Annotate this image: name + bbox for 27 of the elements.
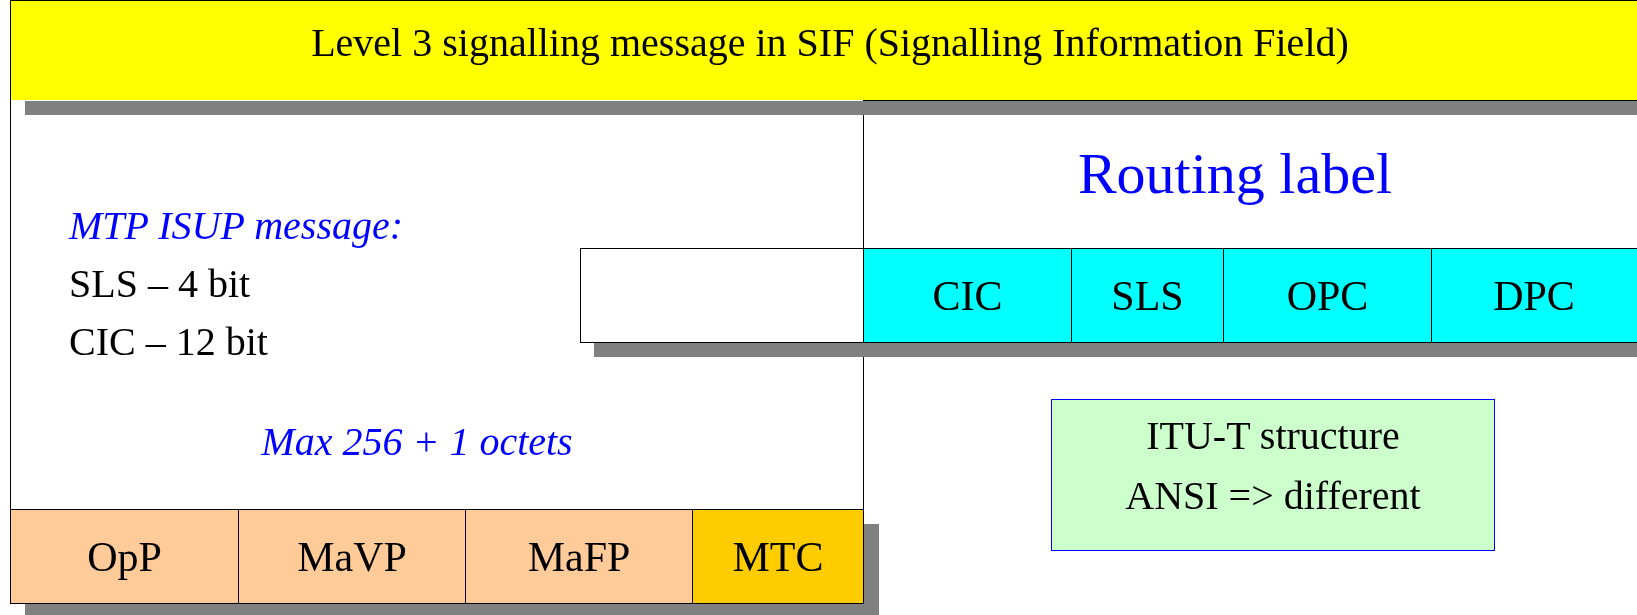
message-panel — [10, 100, 864, 510]
heading-text: MTP ISUP message: — [69, 202, 404, 249]
body-text: SLS – 4 bit — [69, 260, 251, 307]
field-label: OPC — [1286, 271, 1369, 320]
field-label: MTC — [732, 532, 824, 581]
field-cell — [465, 509, 693, 604]
field-label: MaFP — [527, 532, 631, 581]
field-cell — [1071, 248, 1224, 343]
note-text: ITU-T structure — [1145, 412, 1401, 459]
note-box — [1051, 399, 1495, 551]
note-text: Max 256 + 1 octets — [260, 418, 574, 465]
field-label: SLS — [1111, 271, 1184, 320]
field-label: CIC — [932, 271, 1003, 320]
title-text: Level 3 signalling message in SIF (Signalling Information Field) — [310, 19, 1350, 66]
field-cell — [1431, 248, 1637, 343]
field-cell — [863, 248, 1072, 343]
title-banner — [10, 0, 1637, 101]
field-cell — [238, 509, 466, 604]
field-label: DPC — [1493, 271, 1575, 320]
note-text: ANSI => different — [1124, 472, 1422, 519]
field-cell — [1223, 248, 1432, 343]
field-label: OpP — [87, 532, 162, 581]
field-label: MaVP — [297, 532, 407, 581]
body-text: CIC – 12 bit — [69, 318, 268, 365]
field-cell — [10, 509, 239, 604]
section-heading: Routing label — [1076, 140, 1394, 207]
field-cell — [692, 509, 864, 604]
